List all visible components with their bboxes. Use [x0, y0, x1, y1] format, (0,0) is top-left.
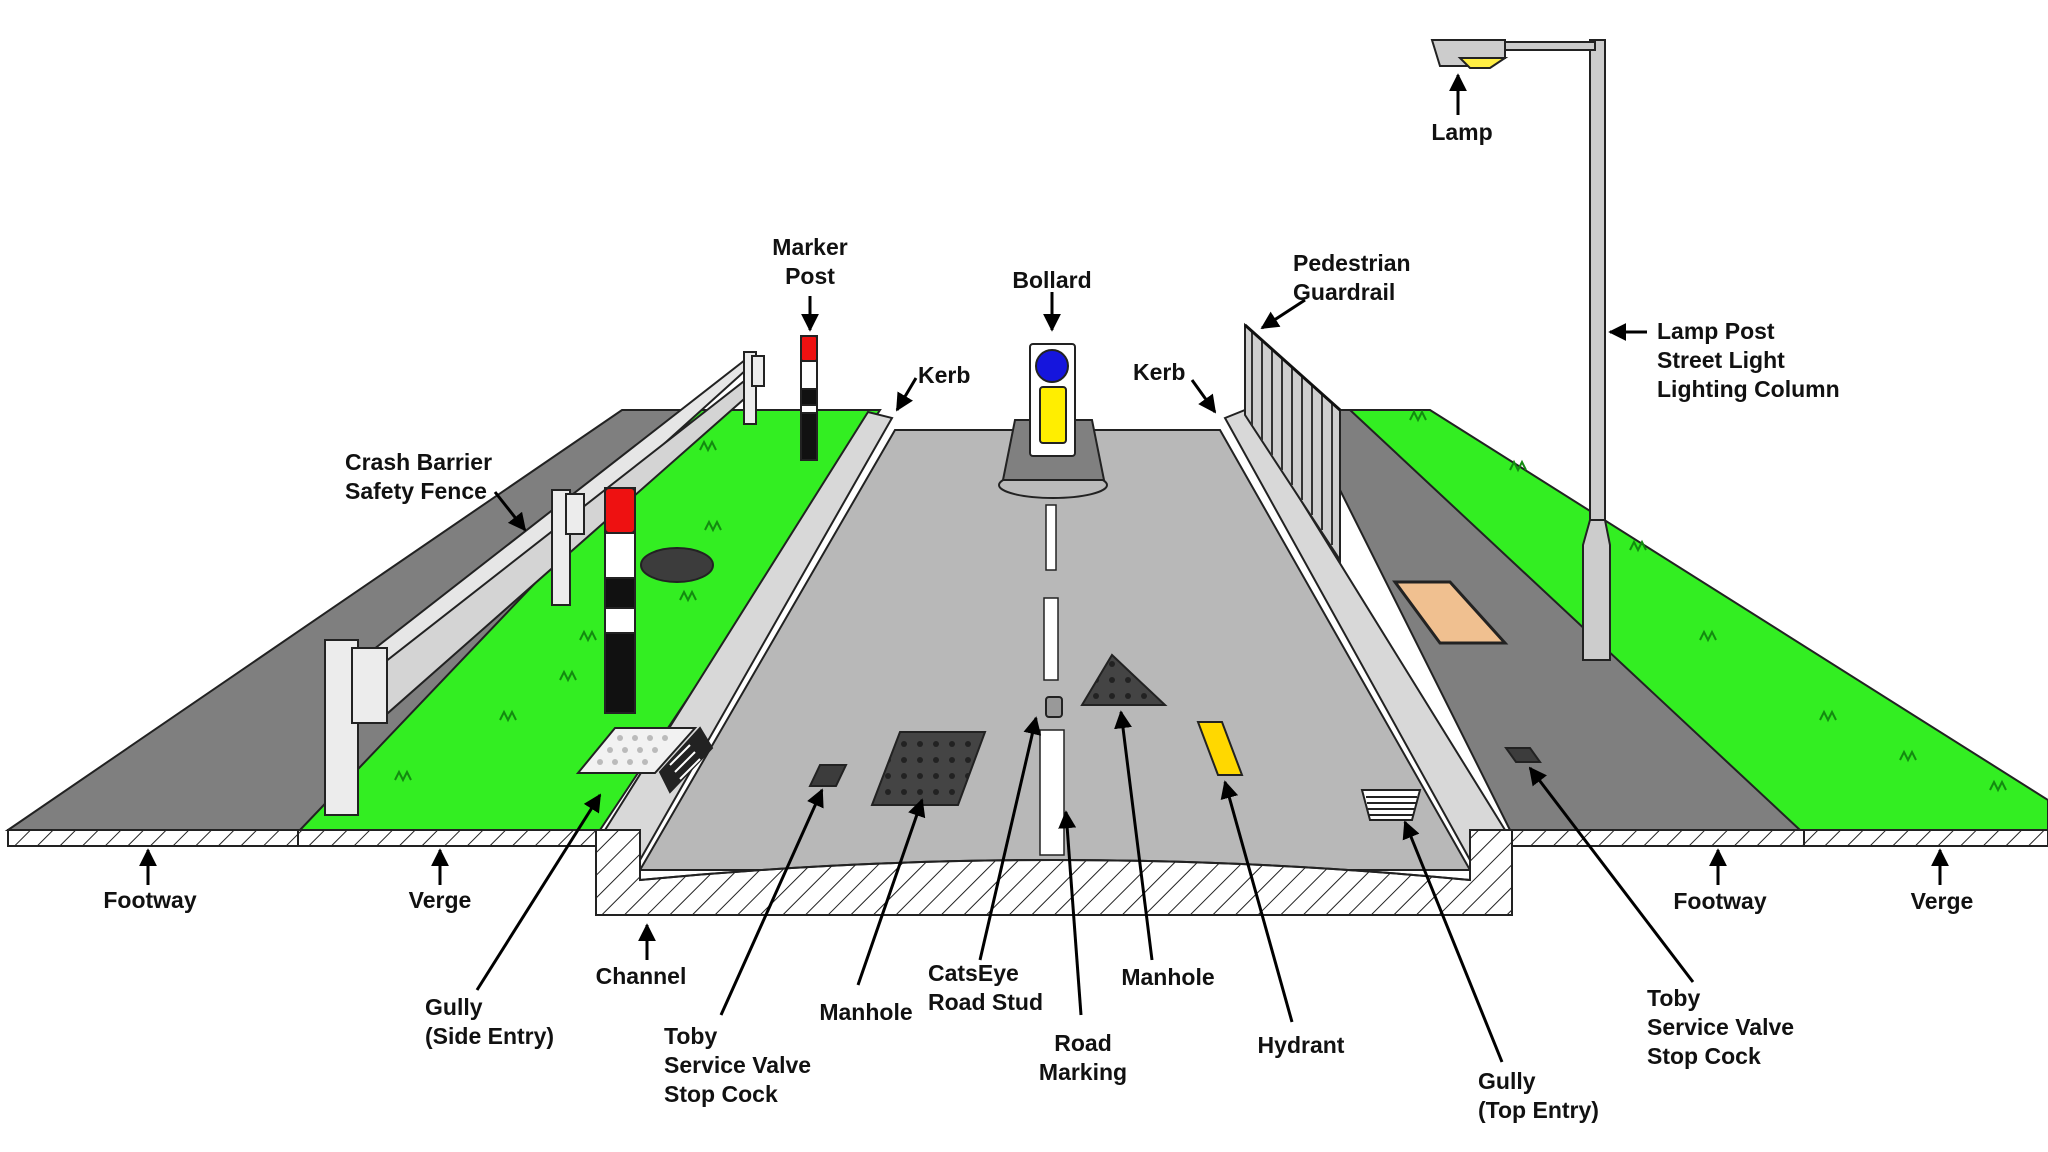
pedestrian-guardrail	[1243, 322, 1342, 564]
label-footway-left: Footway	[103, 887, 197, 913]
road-camber	[639, 859, 1471, 881]
label-toby-left: Toby Service Valve Stop Cock	[664, 1023, 812, 1107]
lamp-post	[1430, 39, 1611, 661]
label-manhole-left: Manhole	[819, 999, 913, 1025]
label-kerb-right: Kerb	[1133, 359, 1186, 385]
crash-barrier	[324, 351, 765, 816]
label-catseye: CatsEye Road Stud	[928, 960, 1043, 1015]
label-manhole-right: Manhole	[1121, 964, 1215, 990]
marker-post-near	[604, 487, 636, 714]
label-bollard: Bollard	[1012, 267, 1092, 293]
bollard	[998, 343, 1108, 499]
gully-side-entry	[575, 726, 714, 794]
label-verge-right: Verge	[1910, 888, 1974, 914]
marker-post-far	[800, 335, 818, 461]
label-crash-barrier: Crash Barrier Safety Fence	[345, 449, 493, 504]
verge-manhole	[640, 547, 714, 583]
footway-utility-cover	[1392, 580, 1509, 645]
label-verge-left: Verge	[408, 887, 472, 913]
gully-top-entry	[1360, 789, 1422, 821]
manhole-left-cover	[870, 731, 987, 806]
label-road-marking: Road Marking	[1038, 1030, 1128, 1085]
label-lamp: Lamp	[1431, 119, 1493, 145]
label-pedestrian-guardrail: Pedestrian Guardrail	[1293, 250, 1411, 305]
catseye-stud	[1045, 696, 1063, 718]
verge-left-section	[297, 829, 599, 847]
footway-left-section	[7, 829, 299, 847]
label-gully-side-entry: Gully (Side Entry)	[425, 994, 555, 1049]
label-toby-right: Toby Service Valve Stop Cock	[1647, 985, 1795, 1069]
verge-right-section	[1803, 829, 2048, 847]
manhole-right-cover	[1080, 653, 1168, 706]
grass-tufts	[394, 409, 2007, 793]
hydrant-cover	[1196, 721, 1244, 776]
label-marker-post: Marker Post	[772, 234, 848, 289]
label-hydrant: Hydrant	[1257, 1032, 1345, 1058]
label-lamp-post: Lamp Post Street Light Lighting Column	[1657, 318, 1840, 402]
pointer-arrows	[139, 73, 1949, 1063]
label-gully-top-entry: Gully (Top Entry)	[1478, 1068, 1599, 1123]
label-footway-right: Footway	[1673, 888, 1767, 914]
centre-line	[1039, 504, 1065, 856]
label-channel: Channel	[595, 963, 687, 989]
label-kerb-left: Kerb	[918, 362, 971, 388]
toby-left-cover	[808, 764, 848, 787]
toby-right-cover	[1504, 747, 1542, 763]
footway-right-section	[1511, 829, 1805, 847]
